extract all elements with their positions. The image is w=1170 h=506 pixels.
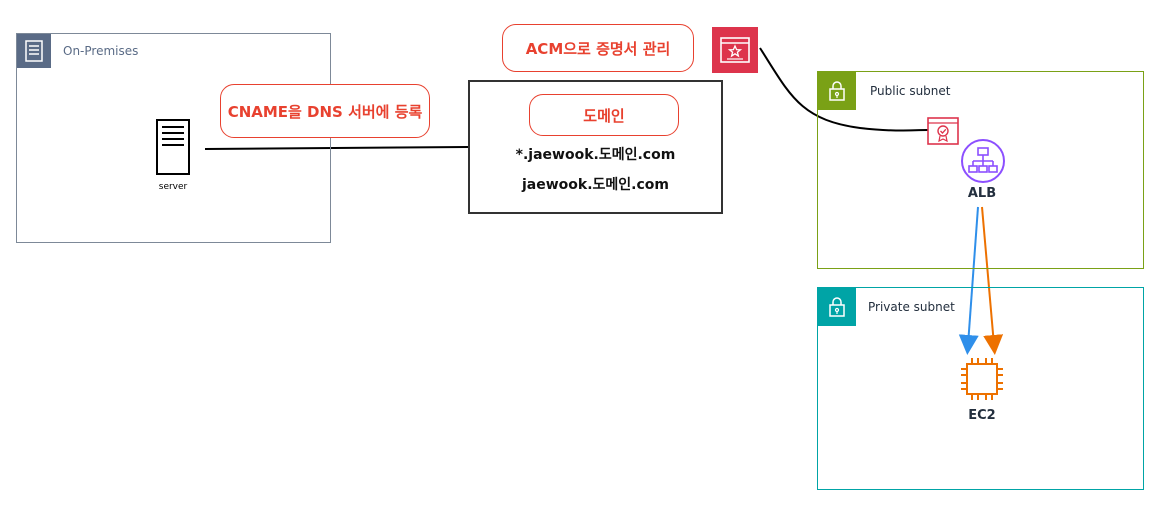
wildcard-domain-text: *.jaewook.도메인.com <box>515 147 676 163</box>
private-subnet-group: Private subnet <box>817 287 1144 490</box>
ec2-instance-icon <box>957 354 1007 408</box>
server-label: server <box>158 182 188 192</box>
ec2-label: EC2 <box>968 408 996 423</box>
public-subnet-group: Public subnet <box>817 71 1144 269</box>
load-balancer-icon <box>960 138 1006 188</box>
lock-icon <box>818 288 856 326</box>
root-domain-text: jaewook.도메인.com <box>521 177 669 193</box>
server-to-domain-line <box>204 146 469 150</box>
public-subnet-label: Public subnet <box>870 84 951 98</box>
alb-to-ec2-arrow-orange <box>981 206 1004 355</box>
corporate-data-center-icon <box>17 34 51 68</box>
alb-to-ec2-arrow-blue <box>958 206 979 355</box>
domain-box: 도메인 *.jaewook.도메인.com jaewook.도메인.com <box>468 80 723 214</box>
acm-to-alb-cert-line <box>759 47 929 132</box>
on-premises-label: On-Premises <box>63 44 139 58</box>
domain-title-callout: 도메인 <box>529 94 679 136</box>
on-premises-group: On-Premises <box>16 33 331 243</box>
alb-label: ALB <box>967 186 997 201</box>
cname-callout: CNAME을 DNS 서버에 등록 <box>220 84 430 138</box>
certificate-icon <box>926 116 960 150</box>
lock-icon <box>818 72 856 110</box>
server-icon <box>155 118 191 180</box>
acm-callout: ACM으로 증명서 관리 <box>502 24 694 72</box>
certificate-manager-icon <box>712 27 758 73</box>
private-subnet-label: Private subnet <box>868 300 955 314</box>
